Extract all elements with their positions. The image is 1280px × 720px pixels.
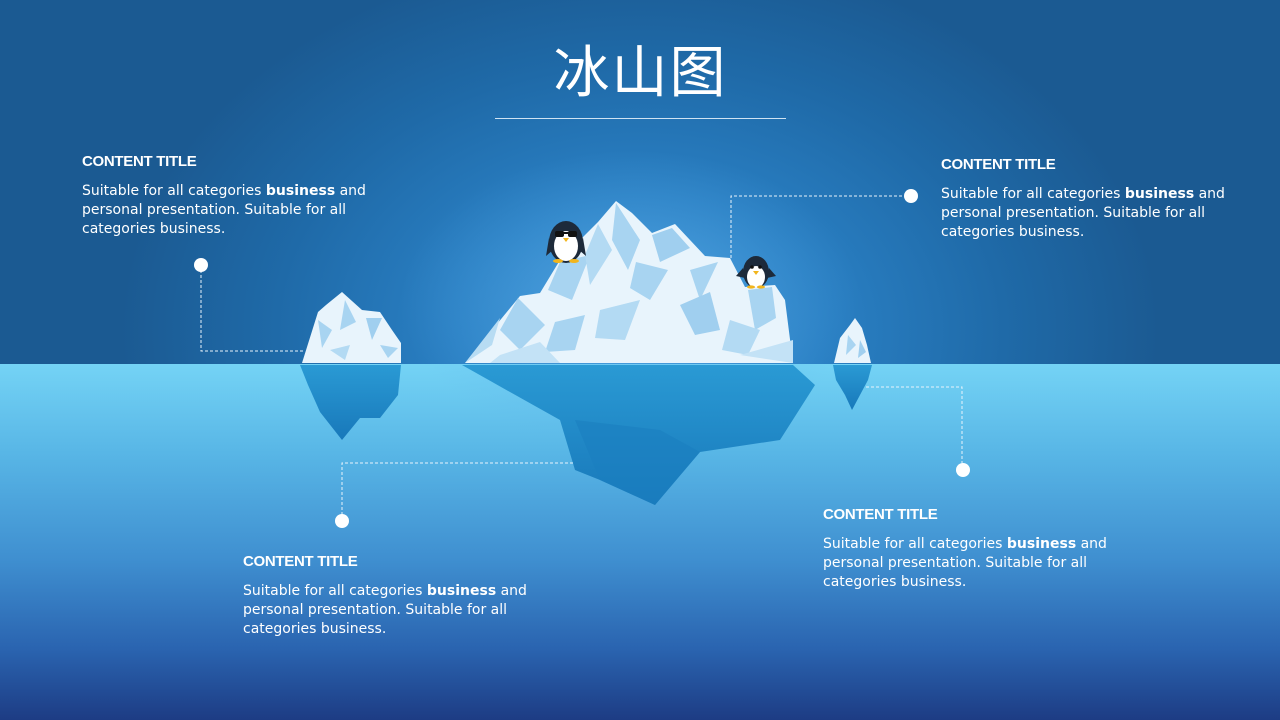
content-description: Suitable for all categories business and… xyxy=(823,536,1107,590)
connector-bottom-left xyxy=(341,462,575,515)
content-title: CONTENT TITLE xyxy=(82,153,197,170)
penguin-icon xyxy=(736,256,776,289)
main-iceberg xyxy=(465,201,793,363)
marker-dot-bottom-right xyxy=(956,463,970,477)
marker-dot-top-left xyxy=(194,258,208,272)
connector-bottom-right xyxy=(866,386,963,463)
content-description: Suitable for all categories business and… xyxy=(243,583,527,637)
content-title: CONTENT TITLE xyxy=(823,506,938,523)
connector-lines xyxy=(200,195,963,515)
content-block-bottom-left: CONTENT TITLE Suitable for all categorie… xyxy=(243,552,543,639)
slide-title: 冰山图 xyxy=(553,41,728,106)
content-description: Suitable for all categories business and… xyxy=(941,186,1225,240)
connector-top-right xyxy=(730,195,905,258)
content-block-top-left: CONTENT TITLE Suitable for all categorie… xyxy=(82,152,382,239)
content-title: CONTENT TITLE xyxy=(243,553,358,570)
content-block-top-right: CONTENT TITLE Suitable for all categorie… xyxy=(941,155,1241,242)
left-iceberg xyxy=(300,292,401,440)
right-iceberg xyxy=(833,318,872,410)
connector-top-left xyxy=(200,270,303,352)
marker-dot-top-right xyxy=(904,189,918,203)
title-underline xyxy=(495,118,786,119)
content-block-bottom-right: CONTENT TITLE Suitable for all categorie… xyxy=(823,505,1123,592)
penguin-with-sunglasses-icon xyxy=(546,221,586,263)
content-description: Suitable for all categories business and… xyxy=(82,183,366,237)
content-title: CONTENT TITLE xyxy=(941,156,1056,173)
marker-dot-bottom-left xyxy=(335,514,349,528)
